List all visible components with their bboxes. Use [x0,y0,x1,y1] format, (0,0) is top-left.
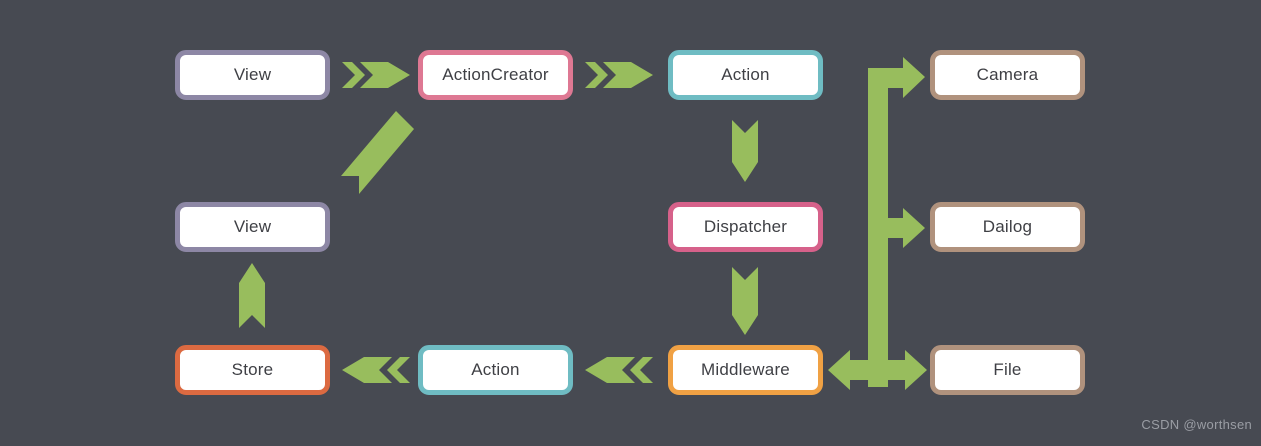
node-store: Store [175,345,330,395]
node-action-creator: ActionCreator [418,50,573,100]
arrow-actioncreator-to-action [603,62,653,88]
node-action-creator-label: ActionCreator [442,65,549,84]
arrow-trunk-dailog-head [903,208,925,248]
node-middleware: Middleware [668,345,823,395]
node-dispatcher: Dispatcher [668,202,823,252]
arrow-middleware-to-action [585,357,635,383]
node-dispatcher-label: Dispatcher [703,217,788,236]
arrow-view-to-actioncreator-diagonal [341,111,414,194]
node-view-top-label: View [233,65,272,84]
node-store-label: Store [231,360,274,379]
node-dailog-label: Dailog [982,217,1033,236]
arrow-view-to-actioncreator-stripe [342,62,365,88]
arrow-view-to-actioncreator [360,62,410,88]
arrow-middleware-file-double [828,350,927,390]
arrow-action-to-dispatcher [732,120,758,182]
node-camera-label: Camera [976,65,1039,84]
arrow-trunk-camera-head [903,57,925,98]
node-view-left: View [175,202,330,252]
arrow-action-to-store [342,357,392,383]
arrow-action-to-store-stripe [387,357,410,383]
node-action-top-label: Action [721,65,770,84]
node-action-bottom-label: Action [471,360,520,379]
node-dailog: Dailog [930,202,1085,252]
node-action-bottom: Action [418,345,573,395]
node-file: File [930,345,1085,395]
arrow-trunk-dailog-branch [888,218,903,238]
arrow-middleware-to-action-stripe [630,357,653,383]
arrow-store-to-view [239,263,265,328]
watermark: CSDN @worthsen [1141,417,1252,432]
node-camera: Camera [930,50,1085,100]
node-middleware-label: Middleware [701,360,790,379]
arrow-trunk-vertical-bar [868,68,903,387]
node-view-left-label: View [233,217,272,236]
node-file-label: File [993,360,1022,379]
arrow-actioncreator-to-action-stripe [585,62,608,88]
node-action-top: Action [668,50,823,100]
arrow-dispatcher-to-middleware [732,267,758,335]
node-view-top: View [175,50,330,100]
